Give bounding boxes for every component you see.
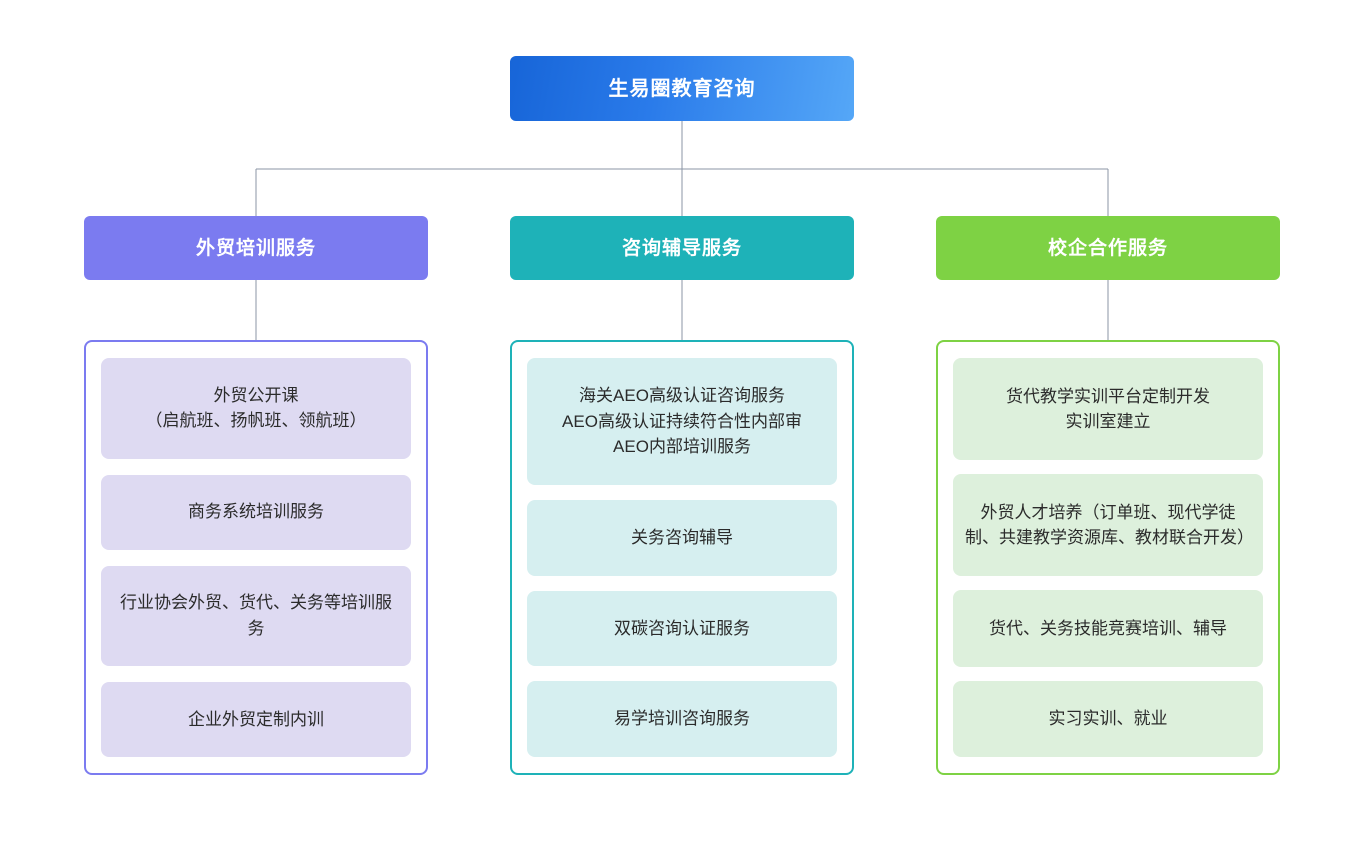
root-node-label: 生易圈教育咨询 <box>608 77 756 100</box>
service-item[interactable]: 企业外贸定制内训 <box>101 682 411 757</box>
service-item[interactable]: 货代、关务技能竞赛培训、辅导 <box>953 590 1263 667</box>
service-item[interactable]: 外贸人才培养（订单班、现代学徒制、共建教学资源库、教材联合开发） <box>953 474 1263 576</box>
service-item-label: 实习实训、就业 <box>1048 709 1168 728</box>
service-item[interactable]: 关务咨询辅导 <box>527 499 837 576</box>
service-item-label: 易学培训咨询服务 <box>614 709 750 729</box>
service-item-label: 双碳咨询认证服务 <box>614 618 750 638</box>
service-item-label: 行业协会外贸、货代、关务等培训服务 <box>120 593 392 638</box>
column-consulting: 咨询辅导服务 <box>510 216 854 280</box>
root-node[interactable]: 生易圈教育咨询 <box>510 56 854 121</box>
service-item[interactable]: 行业协会外贸、货代、关务等培训服务 <box>101 565 411 666</box>
column-outbound-training: 外贸培训服务 <box>84 216 428 280</box>
service-item-label: 海关AEO高级认证咨询服务 AEO高级认证持续符合性内部审 AEO内部培训服务 <box>562 386 802 457</box>
service-item[interactable]: 易学培训咨询服务 <box>527 681 837 757</box>
service-panel-1: 海关AEO高级认证咨询服务 AEO高级认证持续符合性内部审 AEO内部培训服务 … <box>510 340 854 775</box>
service-panel-2: 货代教学实训平台定制开发 实训室建立 外贸人才培养（订单班、现代学徒制、共建教学… <box>936 340 1280 775</box>
category-header-label-2: 校企合作服务 <box>1047 237 1168 259</box>
service-item[interactable]: 商务系统培训服务 <box>101 474 411 550</box>
service-item[interactable]: 海关AEO高级认证咨询服务 AEO高级认证持续符合性内部审 AEO内部培训服务 <box>527 358 837 485</box>
service-item-label: 外贸人才培养（订单班、现代学徒制、共建教学资源库、教材联合开发） <box>965 502 1254 548</box>
column-school-enterprise: 校企合作服务 <box>936 216 1280 280</box>
service-item-label: 关务咨询辅导 <box>631 527 733 547</box>
service-item-label: 货代、关务技能竞赛培训、辅导 <box>989 618 1227 638</box>
service-item[interactable]: 外贸公开课 （启航班、扬帆班、领航班） <box>101 358 411 459</box>
service-panel-0: 外贸公开课 （启航班、扬帆班、领航班） 商务系统培训服务 行业协会外贸、货代、关… <box>84 340 428 775</box>
service-item-label: 商务系统培训服务 <box>188 502 324 522</box>
service-item-label: 企业外贸定制内训 <box>188 709 324 729</box>
service-item[interactable]: 货代教学实训平台定制开发 实训室建立 <box>953 358 1263 460</box>
category-header-2[interactable]: 校企合作服务 <box>936 216 1280 280</box>
service-item-label: 货代教学实训平台定制开发 实训室建立 <box>1006 386 1210 432</box>
category-header-1[interactable]: 咨询辅导服务 <box>510 216 854 280</box>
service-item-label: 外贸公开课 （启航班、扬帆班、领航班） <box>145 385 367 431</box>
service-item[interactable]: 双碳咨询认证服务 <box>527 590 837 667</box>
category-header-label-1: 咨询辅导服务 <box>621 237 742 259</box>
category-header-0[interactable]: 外贸培训服务 <box>84 216 428 280</box>
category-header-label-0: 外贸培训服务 <box>195 237 316 259</box>
service-item[interactable]: 实习实训、就业 <box>953 680 1263 757</box>
